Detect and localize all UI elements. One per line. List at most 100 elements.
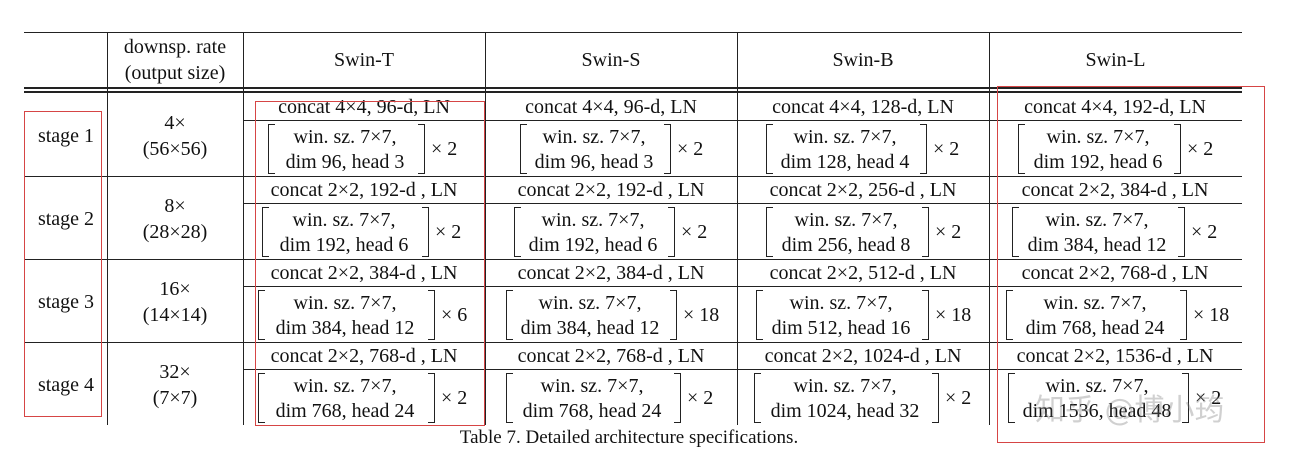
column-rule	[989, 32, 990, 425]
bracket-right	[1182, 373, 1189, 423]
stage-size: (28×28)	[142, 221, 208, 243]
window-size: win. sz. 7×7,	[540, 375, 644, 397]
dim-head: dim 96, head 3	[285, 151, 405, 173]
stage-size: (56×56)	[142, 138, 208, 160]
bracket-left	[1012, 207, 1019, 257]
header-rule-2	[24, 91, 1242, 93]
header-model-1: Swin-T	[334, 49, 394, 71]
dim-head: dim 192, head 6	[528, 234, 658, 256]
dim-head: dim 256, head 8	[781, 234, 911, 256]
row-rule	[24, 259, 1242, 260]
concat-cell: concat 2×2, 768-d , LN	[270, 345, 458, 367]
bracket-right	[422, 207, 429, 257]
bracket-right	[674, 373, 681, 423]
bracket-left	[262, 207, 269, 257]
dim-head: dim 384, head 12	[520, 317, 660, 339]
concat-cell: concat 2×2, 384-d , LN	[517, 262, 705, 284]
bracket-left	[766, 124, 773, 174]
concat-cell: concat 2×2, 768-d , LN	[517, 345, 705, 367]
dim-head: dim 1536, head 48	[1022, 400, 1172, 422]
bracket-right	[920, 124, 927, 174]
concat-cell: concat 2×2, 1536-d , LN	[1016, 345, 1214, 367]
stage-rate: 32×	[159, 361, 191, 383]
column-rule	[485, 32, 486, 425]
repeat-count: × 2	[1187, 138, 1214, 160]
bracket-left	[258, 373, 265, 423]
stage-label: stage 1	[37, 125, 95, 147]
repeat-count: × 2	[687, 387, 714, 409]
bracket-right	[1180, 290, 1187, 340]
bracket-right	[428, 373, 435, 423]
bracket-left	[1018, 124, 1025, 174]
column-rule	[243, 32, 244, 425]
row-rule	[24, 342, 1242, 343]
dim-head: dim 1024, head 32	[770, 400, 920, 422]
window-size: win. sz. 7×7,	[538, 292, 642, 314]
dim-head: dim 384, head 12	[275, 317, 415, 339]
top-rule	[24, 32, 1242, 33]
bracket-left	[506, 373, 513, 423]
bracket-right	[670, 290, 677, 340]
window-size: win. sz. 7×7,	[789, 292, 893, 314]
concat-cell: concat 2×2, 192-d , LN	[270, 179, 458, 201]
header-downsp-rate: downsp. rate	[123, 36, 227, 58]
column-rule	[107, 32, 108, 425]
inner-rule	[243, 120, 1242, 121]
bracket-left	[514, 207, 521, 257]
bracket-left	[1008, 373, 1015, 423]
concat-cell: concat 2×2, 256-d , LN	[769, 179, 957, 201]
concat-cell: concat 2×2, 768-d , LN	[1021, 262, 1209, 284]
stage-rate: 4×	[164, 112, 186, 134]
inner-rule	[243, 286, 1242, 287]
stage-rate: 8×	[164, 195, 186, 217]
window-size: win. sz. 7×7,	[1043, 292, 1147, 314]
repeat-count: × 2	[441, 387, 468, 409]
bracket-right	[668, 207, 675, 257]
header-output-size: (output size)	[124, 62, 226, 84]
dim-head: dim 384, head 12	[1027, 234, 1167, 256]
window-size: win. sz. 7×7,	[541, 209, 645, 231]
window-size: win. sz. 7×7,	[1045, 209, 1149, 231]
stage-size: (14×14)	[142, 304, 208, 326]
bracket-right	[1178, 207, 1185, 257]
window-size: win. sz. 7×7,	[793, 126, 897, 148]
repeat-count: × 2	[1195, 387, 1222, 409]
repeat-count: × 2	[681, 221, 708, 243]
bracket-left	[268, 124, 275, 174]
concat-cell: concat 2×2, 384-d , LN	[270, 262, 458, 284]
window-size: win. sz. 7×7,	[293, 126, 397, 148]
header-model-4: Swin-L	[1085, 49, 1146, 71]
window-size: win. sz. 7×7,	[793, 375, 897, 397]
highlight-box-swin-t	[255, 101, 485, 426]
dim-head: dim 192, head 6	[279, 234, 409, 256]
header-model-2: Swin-S	[581, 49, 641, 71]
bracket-right	[1174, 124, 1181, 174]
column-rule	[737, 32, 738, 425]
stage-label: stage 4	[37, 374, 95, 396]
bracket-right	[932, 373, 939, 423]
repeat-count: × 18	[1193, 304, 1230, 326]
dim-head: dim 768, head 24	[1025, 317, 1165, 339]
concat-cell: concat 2×2, 192-d , LN	[517, 179, 705, 201]
inner-rule	[243, 203, 1242, 204]
repeat-count: × 2	[945, 387, 972, 409]
concat-cell: concat 4×4, 192-d, LN	[1024, 96, 1206, 118]
stage-rate: 16×	[159, 278, 191, 300]
repeat-count: × 18	[935, 304, 972, 326]
highlight-box-stage-labels	[24, 111, 102, 417]
table-caption: Table 7. Detailed architecture specifica…	[459, 427, 799, 448]
repeat-count: × 2	[435, 221, 462, 243]
bracket-left	[756, 290, 763, 340]
bracket-left	[506, 290, 513, 340]
header-model-3: Swin-B	[832, 49, 894, 71]
concat-cell: concat 2×2, 512-d , LN	[769, 262, 957, 284]
highlight-box-swin-l	[997, 86, 1265, 443]
concat-cell: concat 2×2, 1024-d , LN	[764, 345, 962, 367]
repeat-count: × 2	[677, 138, 704, 160]
inner-rule	[243, 369, 1242, 370]
bracket-right	[922, 207, 929, 257]
bracket-right	[922, 290, 929, 340]
bracket-left	[520, 124, 527, 174]
dim-head: dim 768, head 24	[522, 400, 662, 422]
watermark: 知乎 @博小筠	[1035, 393, 1225, 428]
